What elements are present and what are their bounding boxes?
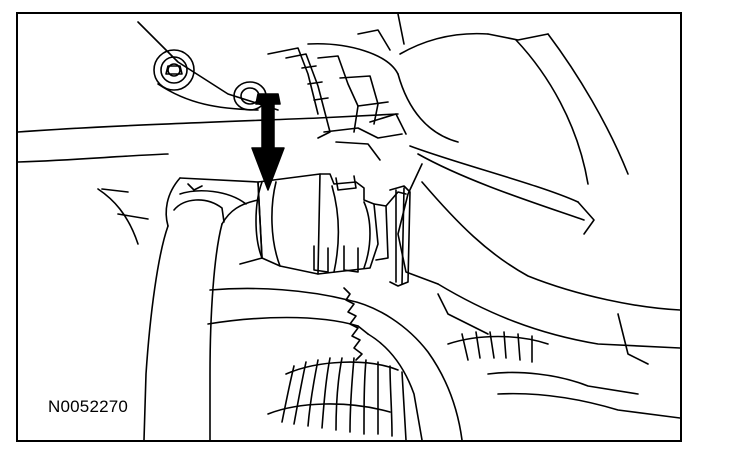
down-arrow-icon (251, 93, 285, 191)
quick-connect-fitting (255, 173, 407, 275)
engine-illustration (18, 14, 680, 440)
air-intake-duct (397, 32, 680, 349)
broken-section-edge (343, 287, 363, 361)
engine-background (18, 14, 405, 245)
coolant-hose (143, 177, 263, 440)
mounting-bolt-left (153, 49, 195, 91)
lower-hose (207, 287, 463, 440)
bracket-assembly (285, 53, 407, 161)
figure-frame: N0052270 (16, 12, 682, 442)
corrugated-hose (267, 357, 407, 440)
duct-connector-ring (389, 185, 411, 287)
corrugated-hose-right (447, 313, 680, 419)
figure-id-label: N0052270 (48, 397, 129, 416)
